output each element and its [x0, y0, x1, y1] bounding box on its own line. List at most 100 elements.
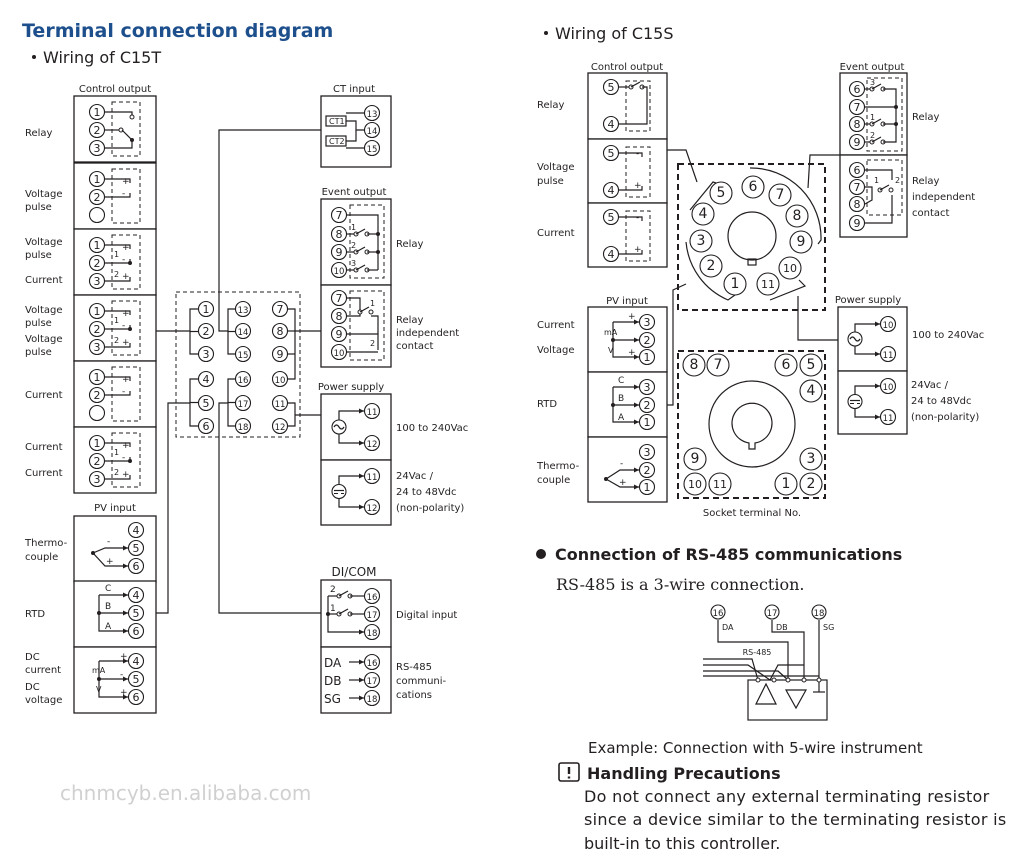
terminal-number: 8	[277, 325, 284, 338]
signal-label: DB	[776, 623, 788, 632]
channel-number: 1	[114, 250, 119, 259]
terminal-circle	[88, 272, 106, 290]
terminal: 10	[778, 256, 802, 280]
terminal: 5	[602, 144, 620, 162]
arrow-icon	[634, 319, 639, 325]
terminal-circle	[127, 521, 145, 539]
driver-triangle	[755, 682, 777, 705]
relay-outline	[866, 77, 903, 152]
terminal-number: 13	[238, 306, 249, 316]
terminal-circle	[789, 230, 813, 254]
terminal-circle	[848, 98, 866, 116]
rtd-lead-label: A	[105, 622, 112, 632]
bracket	[288, 308, 296, 380]
arrow-icon	[875, 414, 880, 420]
terminal: 8	[682, 353, 706, 377]
terminal: 17	[234, 394, 252, 412]
channel-number: 2	[370, 339, 375, 348]
terminal-circle	[689, 229, 713, 253]
terminal-circle	[799, 379, 823, 403]
row-label: pulse	[25, 347, 52, 358]
row-label: Voltage	[537, 345, 575, 356]
terminal: 16	[363, 587, 381, 605]
terminal-number: 7	[854, 181, 861, 194]
terminal-number: 17	[367, 677, 378, 687]
junction-dot	[91, 551, 95, 555]
arrow-icon	[123, 545, 128, 551]
terminal-circle	[127, 557, 145, 575]
terminal-circle	[799, 447, 823, 471]
wire	[92, 547, 128, 554]
terminal-circle	[778, 256, 802, 280]
rtd-lead-label: B	[105, 602, 111, 612]
wire	[105, 178, 131, 183]
terminal: 3	[88, 272, 106, 290]
terminal: 17	[363, 605, 381, 623]
relay-outline	[349, 204, 385, 279]
polarity-plus: +	[122, 470, 130, 480]
channel-number: 2	[870, 131, 875, 140]
terminal: 8	[330, 307, 348, 325]
rtd-lead-label: C	[105, 584, 111, 594]
terminal-circle	[799, 472, 823, 496]
rs485-example: Example: Connection with 5-wire instrume…	[588, 739, 923, 757]
row-label: Voltage	[25, 305, 63, 316]
terminal-block-outline	[175, 291, 301, 438]
terminal-circle	[363, 653, 381, 671]
wire	[771, 620, 805, 680]
terminal-circle	[363, 402, 381, 420]
terminal-circle	[638, 413, 656, 431]
output-module-outline	[111, 366, 141, 422]
section-heading: Wiring of C15S	[555, 24, 674, 43]
wire	[156, 402, 190, 614]
terminal-number: 5	[133, 673, 140, 686]
terminal-number: 11	[883, 414, 894, 424]
control-output-box	[73, 228, 157, 296]
row-label: pulse	[25, 250, 52, 261]
terminal-circle	[197, 370, 215, 388]
terminal-number: 3	[644, 381, 651, 394]
wire	[865, 169, 893, 180]
terminal-circle	[848, 133, 866, 151]
terminal: 9	[683, 447, 707, 471]
terminal-number: 9	[854, 136, 861, 149]
junction-dot	[128, 261, 132, 265]
terminal-number: 7	[854, 101, 861, 114]
terminal-number: 2	[203, 325, 210, 338]
arrow-icon	[359, 504, 364, 510]
row-label: couple	[25, 552, 58, 563]
terminal-circle	[271, 300, 289, 318]
terminal-circle	[127, 622, 145, 640]
contact	[785, 677, 791, 683]
control-output-box	[587, 202, 668, 268]
relay-outline	[349, 290, 385, 361]
terminal: 9	[789, 230, 813, 254]
group-label: PV input	[606, 296, 648, 307]
terminal: 11	[879, 345, 897, 363]
signal-label: SG	[823, 623, 834, 632]
terminal-circle	[683, 472, 707, 496]
wire	[98, 595, 128, 632]
terminal-number: 2	[94, 323, 101, 336]
wire	[218, 402, 321, 614]
row-label: (non-polarity)	[911, 412, 979, 423]
precaution-text: Do not connect any external terminating …	[584, 787, 990, 806]
output-module-outline	[625, 146, 651, 198]
terminal-number: 8	[336, 228, 343, 241]
terminal: 11	[363, 402, 381, 420]
terminal: 10	[271, 370, 289, 388]
output-module-outline	[111, 168, 141, 224]
rs485-heading: Connection of RS-485 communications	[555, 545, 902, 564]
terminal-circle	[197, 300, 215, 318]
terminal: 9	[330, 243, 348, 261]
terminal-circle	[691, 202, 715, 226]
terminal	[88, 206, 106, 224]
terminal: 1	[88, 103, 106, 121]
contact	[118, 127, 124, 133]
polarity-plus: +	[122, 177, 130, 187]
wire	[92, 552, 128, 567]
terminal-number: 5	[133, 607, 140, 620]
terminal-number: 11	[275, 400, 286, 410]
terminal-circle	[330, 289, 348, 307]
